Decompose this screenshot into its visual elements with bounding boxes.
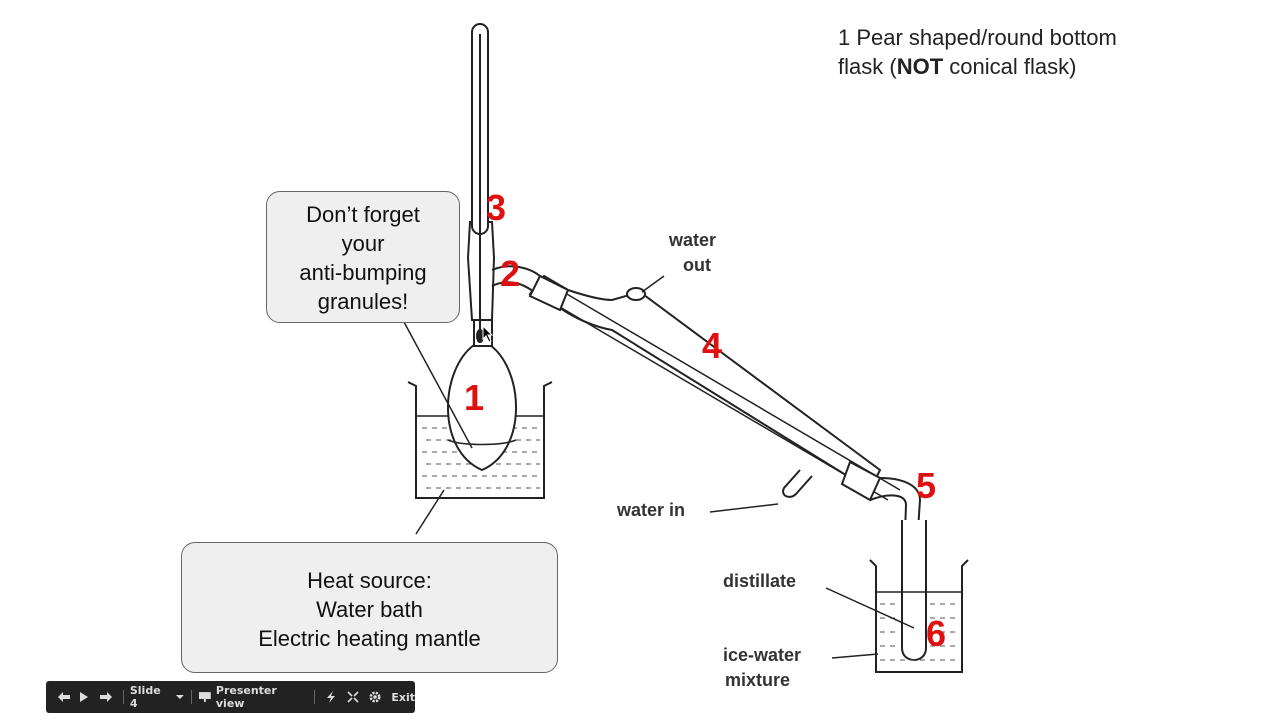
heat-source-callout: Heat source: Water bath Electric heating… [181,542,558,673]
note-emphasis: NOT [896,54,944,79]
callout-line: anti-bumping [299,260,427,285]
label-water-out-1: water [669,230,717,250]
label-water-in: water in [617,500,686,520]
label-ice-water-1: ice-water [723,645,802,665]
toolbar-divider [313,690,315,704]
step-number-1: 1 [464,377,485,418]
collection-tube [901,520,927,661]
liebig-condenser [528,274,882,492]
water-out-nozzle [626,287,646,301]
gear-icon[interactable] [364,690,386,704]
label-ice-water-2: mixture [725,670,791,690]
presenter-icon [199,692,211,702]
presentation-toolbar: Slide 4 Presenter view Exit [46,681,415,713]
granules-callout: Don’t forget your anti-bumping granules! [266,191,460,323]
callout-line: granules! [317,289,409,314]
callout-line: Don’t forget [306,202,420,227]
pear-shaped-flask [447,344,517,472]
water-bath-beaker [407,381,553,499]
callout-line: Heat source: [307,568,432,593]
leader-heat [415,489,445,535]
step-number-2: 2 [500,253,521,294]
fullscreen-icon[interactable] [342,691,364,703]
step-number-4: 4 [702,325,723,366]
step-number-6: 6 [926,613,947,654]
water-in-nozzle [782,469,813,498]
back-icon[interactable] [54,691,74,703]
exit-button[interactable]: Exit [391,691,415,704]
forward-icon[interactable] [95,691,117,703]
callout-line: your [341,231,385,256]
note-line-2: flask (NOT conical flask) [838,54,1077,79]
toolbar-divider [122,690,124,704]
label-water-out-2: out [683,255,711,275]
step-number-3: 3 [486,187,507,228]
presenter-view-button[interactable]: Presenter view [198,684,307,710]
label-distillate: distillate [723,571,797,591]
chevron-down-icon [176,695,185,699]
play-icon[interactable] [74,691,96,703]
flask-note: 1 Pear shaped/round bottom flask (NOT co… [838,23,1117,81]
callout-line: Water bath [316,597,423,622]
toolbar-divider [191,690,193,704]
callout-line: Electric heating mantle [258,626,481,651]
exit-label: Exit [391,690,415,704]
slide-label: Slide 4 [129,684,161,710]
step-number-5: 5 [916,465,937,506]
ice-water-beaker [869,559,969,673]
presenter-label: Presenter view [215,684,277,710]
note-line-1: 1 Pear shaped/round bottom [838,25,1117,50]
leader-ice-water [831,653,879,659]
slide-selector[interactable]: Slide 4 [130,684,185,710]
leader-water-out [641,275,665,293]
leader-distillate [825,587,915,629]
mouse-cursor-icon [482,325,494,343]
leader-granules [403,321,473,449]
leader-water-in [709,503,779,513]
laser-icon[interactable] [321,690,343,704]
